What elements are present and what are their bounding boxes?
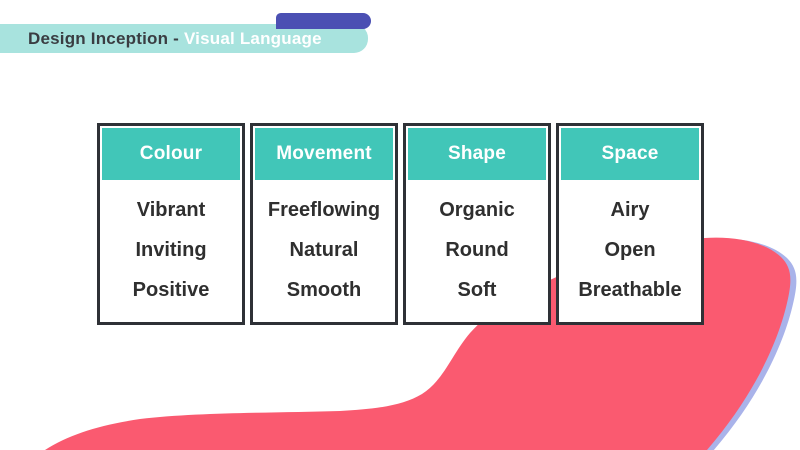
- card-body: Vibrant Inviting Positive: [102, 180, 240, 320]
- card-colour: Colour Vibrant Inviting Positive: [97, 123, 245, 325]
- card-body: Freeflowing Natural Smooth: [255, 180, 393, 320]
- card-title: Movement: [255, 128, 393, 180]
- slide-title-prefix: Design Inception -: [28, 28, 179, 48]
- card-item: Round: [445, 239, 509, 261]
- header-accent-tab: [276, 13, 371, 29]
- card-item: Soft: [457, 279, 497, 301]
- card-item: Open: [604, 239, 656, 261]
- card-item: Smooth: [286, 279, 362, 301]
- card-item: Positive: [132, 279, 210, 301]
- cards-row: Colour Vibrant Inviting Positive Movemen…: [97, 123, 704, 325]
- card-item: Natural: [289, 239, 359, 261]
- card-item: Airy: [610, 199, 650, 221]
- card-space: Space Airy Open Breathable: [556, 123, 704, 325]
- slide-title-accent: Visual Language: [183, 28, 322, 48]
- card-title: Shape: [408, 128, 546, 180]
- card-item: Vibrant: [136, 199, 206, 221]
- card-item: Organic: [439, 199, 515, 221]
- card-title: Space: [561, 128, 699, 180]
- card-body: Organic Round Soft: [408, 180, 546, 320]
- card-item: Breathable: [578, 279, 682, 301]
- card-body: Airy Open Breathable: [561, 180, 699, 320]
- card-item: Inviting: [135, 239, 207, 261]
- card-movement: Movement Freeflowing Natural Smooth: [250, 123, 398, 325]
- card-item: Freeflowing: [267, 199, 381, 221]
- slide-title-bar: Design Inception - Visual Language: [0, 24, 368, 53]
- card-title: Colour: [102, 128, 240, 180]
- card-shape: Shape Organic Round Soft: [403, 123, 551, 325]
